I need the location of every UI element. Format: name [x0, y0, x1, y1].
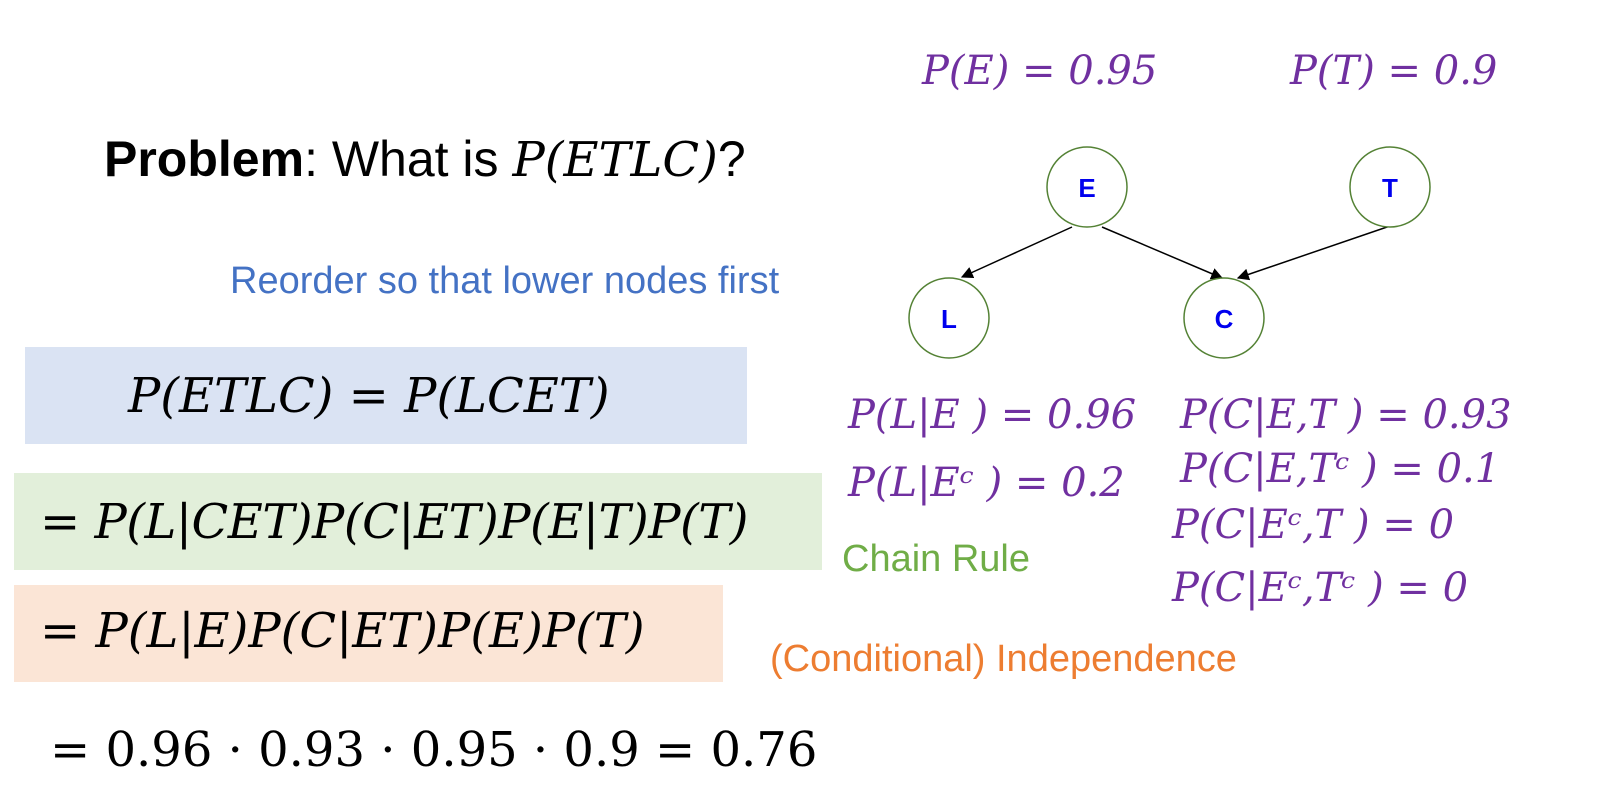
problem-text: : What is: [304, 131, 513, 187]
node-t-label: T: [1382, 173, 1398, 203]
prior-e: P(E) = 0.95: [922, 48, 1158, 94]
cpt-l-given-e: P(L|E ) = 0.96: [848, 392, 1137, 438]
reorder-equation: P(ETLC) = P(LCET): [128, 368, 610, 424]
cpt-c-given-not-e-t: P(C|Eᶜ,T ) = 0: [1172, 502, 1455, 548]
cpt-c-given-e-t: P(C|E,T ) = 0.93: [1180, 392, 1512, 438]
node-e-label: E: [1078, 173, 1095, 203]
problem-expression: P(ETLC): [512, 132, 718, 188]
independence-label: (Conditional) Independence: [770, 638, 1237, 680]
prior-t: P(T) = 0.9: [1290, 48, 1498, 94]
cpt-c-given-e-not-t: P(C|E,Tᶜ ) = 0.1: [1180, 446, 1501, 492]
reorder-box: [25, 347, 747, 444]
problem-question-mark: ?: [717, 131, 746, 187]
reorder-note: Reorder so that lower nodes first: [230, 260, 780, 302]
independence-equation: = P(L|E)P(C|ET)P(E)P(T): [40, 603, 645, 659]
problem-statement: Problem: What is P(ETLC)?: [104, 130, 746, 188]
node-c: C: [1183, 277, 1265, 359]
chain-rule-label: Chain Rule: [842, 538, 1030, 580]
node-e: E: [1046, 146, 1128, 228]
independence-box: [14, 585, 723, 682]
node-c-label: C: [1215, 304, 1234, 334]
problem-label: Problem: [104, 131, 305, 187]
chain-rule-box: [14, 473, 822, 570]
node-l-label: L: [941, 304, 957, 334]
cpt-l-given-not-e: P(L|Eᶜ ) = 0.2: [848, 460, 1125, 506]
node-l: L: [908, 277, 990, 359]
result-equation: = 0.96 · 0.93 · 0.95 · 0.9 = 0.76: [50, 722, 818, 778]
edge-t-to-c: [1236, 225, 1391, 281]
chain-rule-equation: = P(L|CET)P(C|ET)P(E|T)P(T): [40, 494, 749, 550]
edge-e-to-c: [1101, 226, 1224, 280]
node-t: T: [1349, 146, 1431, 228]
cpt-c-given-not-e-not-t: P(C|Eᶜ,Tᶜ ) = 0: [1172, 565, 1469, 611]
edge-e-to-l: [960, 226, 1073, 278]
